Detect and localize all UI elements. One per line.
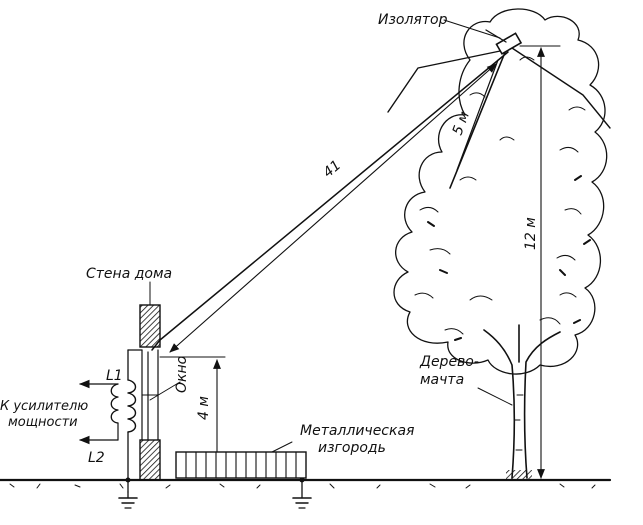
leader-lines	[149, 19, 513, 453]
tree-mast-label-line1: Дерево-	[419, 354, 479, 370]
fence-label-line2: изгородь	[318, 440, 386, 456]
mast-height-dimension	[519, 45, 561, 479]
coil-l2	[110, 383, 119, 424]
mast-height-label: 12 м	[523, 217, 539, 250]
to-amplifier-label-line2: мощности	[8, 415, 78, 430]
coupling-coil	[78, 349, 143, 509]
window	[141, 349, 159, 441]
to-amplifier-label-line1: К усилителю	[0, 399, 88, 414]
wall-lower	[139, 439, 161, 481]
coil-l2-label: L2	[88, 450, 105, 466]
tree-mast	[393, 8, 608, 480]
lead-in-wire	[151, 51, 509, 353]
window-label: Окно	[174, 356, 190, 393]
insulator	[485, 29, 523, 55]
house-wall	[139, 304, 161, 481]
ground-symbol-coil	[118, 477, 138, 509]
ground-symbol-fence	[292, 477, 312, 509]
antenna-wires	[387, 47, 611, 189]
tree-mast-label-line2: мачта	[420, 372, 464, 388]
coil-l1	[127, 379, 137, 433]
tree-root-base	[506, 470, 532, 480]
insulator-label: Изолятор	[378, 12, 448, 28]
wall-upper	[139, 304, 161, 348]
coil-l1-label: L1	[106, 368, 123, 384]
house-wall-label: Стена дома	[86, 266, 172, 282]
lead-length-label: 41	[320, 157, 344, 181]
top-wire-label: 5 м	[450, 109, 473, 137]
tree-trunk	[483, 324, 561, 479]
ground-line	[0, 478, 612, 489]
window-height-label: 4 м	[196, 396, 212, 420]
metal-fence	[175, 451, 312, 509]
fence-label-line1: Металлическая	[300, 423, 414, 439]
